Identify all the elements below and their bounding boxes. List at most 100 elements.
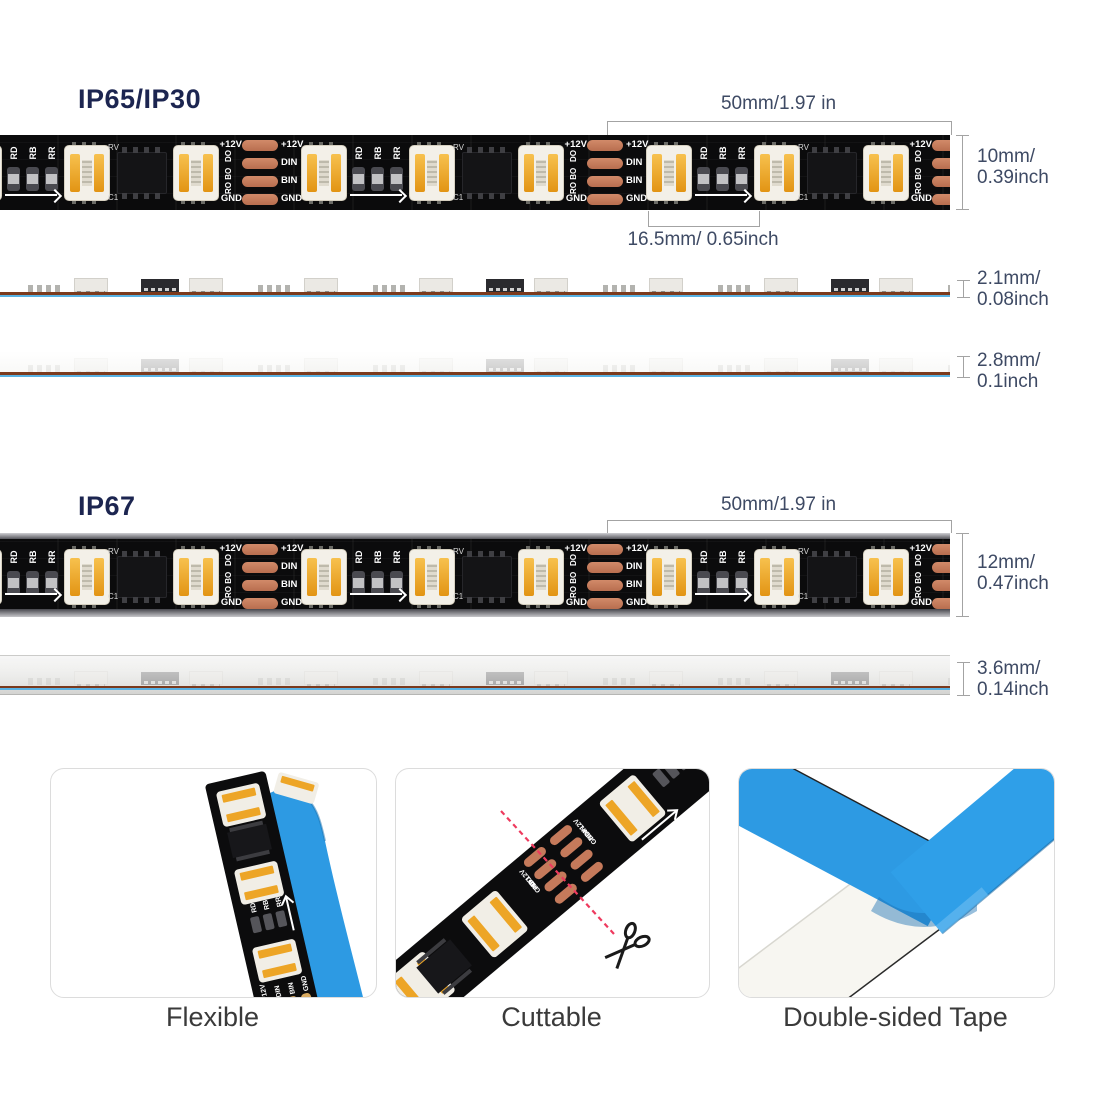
ic-label: C1 <box>108 592 119 601</box>
ic-chip <box>117 147 167 199</box>
silicone-cover <box>0 660 950 686</box>
pad-label: BIN <box>626 175 643 186</box>
resistor <box>275 910 288 928</box>
led-package <box>517 135 565 210</box>
components-side <box>948 285 950 292</box>
led-package <box>645 539 693 609</box>
ic-label: C1 <box>798 592 809 601</box>
pcb-label: BIN <box>287 981 297 994</box>
ip65-height-dimension: 10mm/0.39inch <box>977 146 1049 188</box>
led-phosphor-bar <box>467 915 500 952</box>
pad-label: RO BO <box>914 167 923 194</box>
led-package <box>173 142 219 204</box>
resistor <box>26 167 39 191</box>
pad-label: GND <box>910 597 932 608</box>
led-phosphor-bar <box>760 154 770 192</box>
pad-label: GND <box>565 597 587 608</box>
pad-label: GND <box>281 597 303 608</box>
pad-label: BIN <box>281 175 298 186</box>
side-module <box>827 268 942 298</box>
led-package <box>0 539 3 609</box>
led-phosphor-bar <box>415 558 425 596</box>
led-package <box>300 539 348 609</box>
resistor-label: RD <box>699 146 709 160</box>
led-phosphor-bar <box>239 865 275 881</box>
led-phosphor-bar <box>784 154 794 192</box>
led-side <box>74 278 108 294</box>
direction-arrow-icon <box>5 588 61 600</box>
copper-pad <box>932 544 950 555</box>
direction-arrow-icon <box>350 588 406 600</box>
ip65-strip-side-view-bare <box>0 268 950 298</box>
section-title-ip65: IP65/IP30 <box>78 84 202 114</box>
pad-label: DIN <box>626 561 643 572</box>
copper-pad <box>932 158 950 169</box>
led-side <box>764 278 798 294</box>
led-phosphor-bar <box>627 781 660 817</box>
resistor <box>390 167 403 191</box>
ic-chip <box>807 551 857 603</box>
led-phosphor-bar <box>94 154 104 192</box>
led-package <box>646 546 692 608</box>
led-phosphor-bar <box>226 807 261 823</box>
led-phosphor-bar <box>221 787 257 803</box>
resistor-label: RD <box>354 550 364 564</box>
led-die <box>664 160 674 186</box>
copper-pad <box>932 140 950 151</box>
led-die <box>881 160 891 186</box>
ic-label: RV <box>798 143 809 152</box>
resistor <box>352 167 365 191</box>
copper-pad <box>587 544 623 555</box>
resistor-label: RD <box>9 550 19 564</box>
components-side <box>258 285 290 292</box>
side-module <box>942 268 950 298</box>
scissors-icon <box>604 921 651 970</box>
led-die <box>319 160 329 186</box>
led-package <box>301 546 347 608</box>
resistor <box>735 167 748 191</box>
copper-pad <box>560 837 583 858</box>
copper-pad <box>587 176 623 187</box>
led-phosphor-bar <box>94 558 104 596</box>
led-package <box>0 135 3 210</box>
led-package <box>645 135 693 210</box>
resistor-label: RD <box>9 146 19 160</box>
pad-label: DIN <box>281 157 298 168</box>
led-package <box>172 539 220 609</box>
pad-label: DIN <box>281 561 298 572</box>
pad-label: +12V <box>626 139 649 150</box>
led-side <box>649 278 683 294</box>
feature-label-tape: Double-sided Tape <box>783 1002 1008 1032</box>
led-phosphor-bar <box>257 943 293 959</box>
copper-pad <box>242 544 278 555</box>
pcb-edge-line <box>0 372 950 375</box>
led-package <box>408 539 456 609</box>
led-die <box>319 564 329 590</box>
copper-pad <box>242 158 278 169</box>
led-package <box>753 135 801 210</box>
led-package <box>409 142 455 204</box>
pcb-label: RB <box>262 899 271 910</box>
led-package <box>517 539 565 609</box>
pad-label: RO BO <box>569 571 578 598</box>
pad-label: RO BO <box>224 167 233 194</box>
led-package <box>63 135 111 210</box>
led-package <box>754 142 800 204</box>
ip65-pitch-bracket <box>648 211 760 227</box>
led-package <box>862 539 910 609</box>
led-phosphor-bar <box>676 558 686 596</box>
led-side <box>879 278 913 294</box>
ic-label: RV <box>108 143 119 152</box>
led-die <box>664 564 674 590</box>
side-module <box>712 268 827 298</box>
feature-card-cuttable: +12V+12VDODINROBINGNDGNDRDRBRR <box>395 768 710 998</box>
